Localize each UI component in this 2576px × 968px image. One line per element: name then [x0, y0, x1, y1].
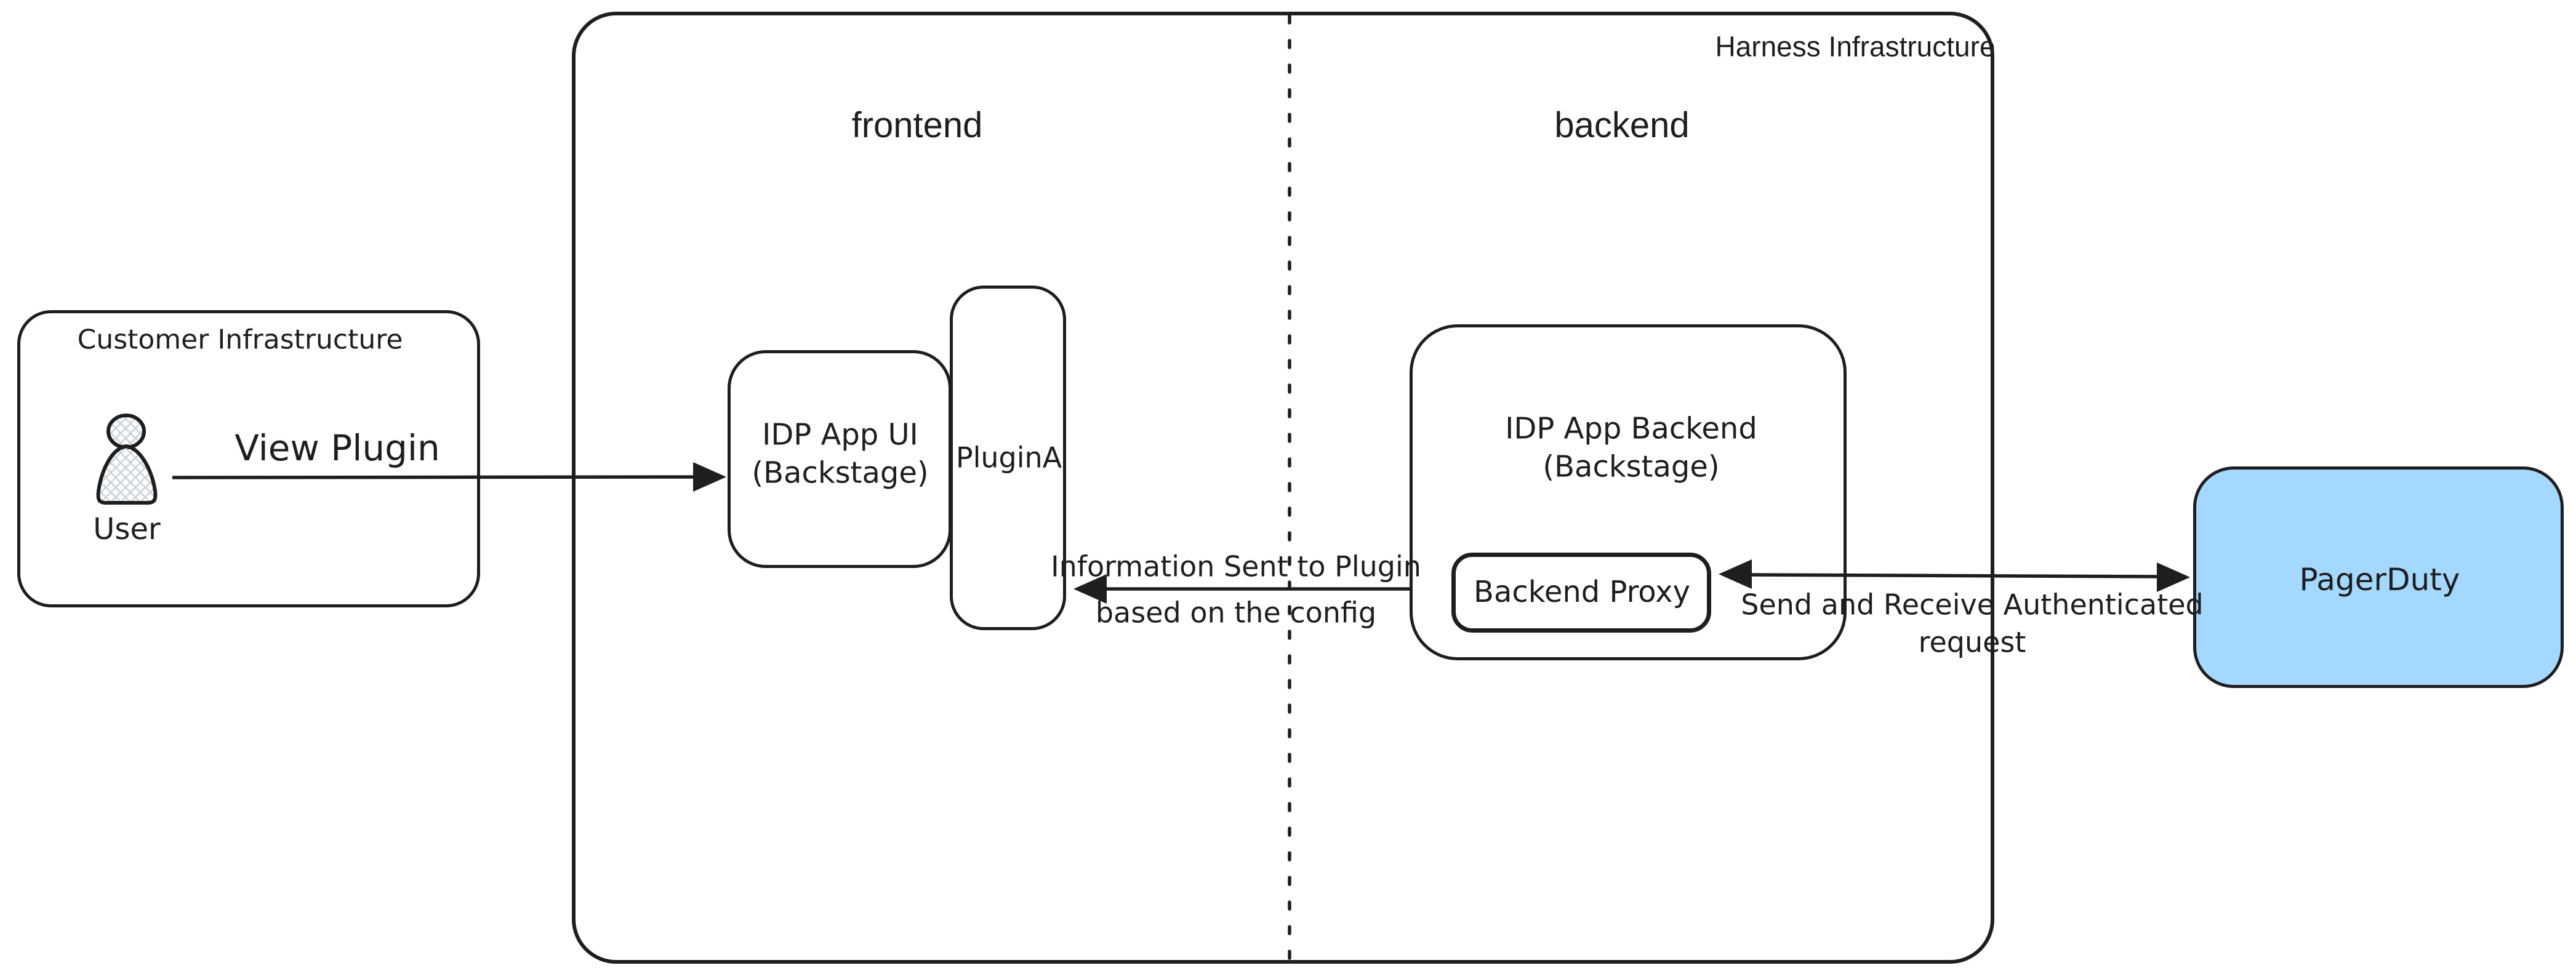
info-sent-label-line2: based on the config — [1095, 596, 1377, 630]
view-plugin-label: View Plugin — [235, 426, 440, 469]
auth-request-label-line2: request — [1918, 625, 2026, 659]
info-sent-label-line1: Information Sent to Plugin — [1051, 550, 1421, 583]
plugin-a-label: PluginA — [955, 441, 1062, 474]
backend-proxy-label: Backend Proxy — [1474, 575, 1690, 609]
user-label: User — [93, 512, 161, 546]
backend-proxy-node — [1451, 553, 1711, 633]
auth-request-label-line1: Send and Receive Authenticated — [1741, 588, 2204, 622]
idp-app-backend-line2: (Backstage) — [1543, 450, 1720, 484]
idp-app-ui-line2: (Backstage) — [752, 456, 929, 490]
customer-infrastructure-label: Customer Infrastructure — [77, 324, 403, 356]
pagerduty-node — [2193, 466, 2564, 688]
backend-section-label: backend — [1554, 105, 1690, 145]
idp-app-backend-node — [1410, 324, 1847, 660]
harness-infrastructure-label: Harness Infrastructure — [1715, 30, 1996, 63]
idp-app-backend-line1: IDP App Backend — [1505, 411, 1757, 446]
frontend-section-label: frontend — [851, 105, 983, 145]
idp-app-ui-line1: IDP App UI — [762, 417, 918, 452]
customer-infrastructure-box — [17, 310, 480, 607]
idp-app-ui-label: IDP App UI (Backstage) — [752, 416, 928, 493]
plugin-a-node — [950, 286, 1066, 630]
idp-app-backend-label: IDP App Backend (Backstage) — [1505, 410, 1757, 487]
pagerduty-label: PagerDuty — [2299, 561, 2460, 598]
harness-infrastructure-box — [572, 12, 1994, 964]
